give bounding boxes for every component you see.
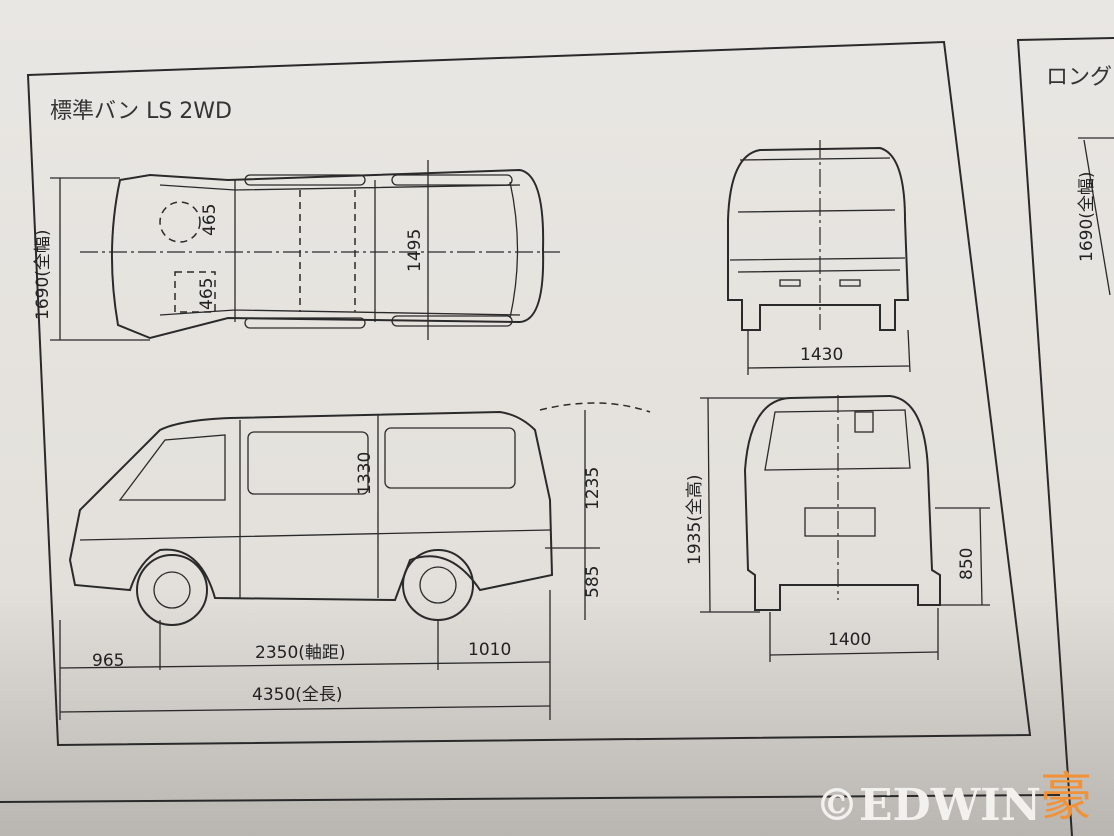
front-view: 1430 <box>727 140 911 375</box>
overall-width-label: 1690(全幅) <box>33 229 53 320</box>
main-panel-frame <box>26 40 1032 747</box>
rear-view: 1935(全高) 850 1400 <box>685 394 990 662</box>
floor-to-roof-label: 1235 <box>583 467 603 510</box>
rear-tread-label: 1400 <box>828 630 871 650</box>
interior-width-label: 1495 <box>405 229 425 272</box>
watermark-mark: 豪 <box>1040 768 1092 828</box>
watermark: ©EDWIN 豪 <box>815 768 1092 831</box>
front-seat-width-label: 465 <box>200 204 220 236</box>
wheelbase-label: 2350(軸距) <box>255 643 346 663</box>
top-view: 1690(全幅) 465 465 1495 <box>33 160 560 341</box>
panel-title: 標準バン LS 2WD <box>50 99 232 124</box>
interior-height-label: 1330 <box>355 452 375 495</box>
next-panel-frame <box>1016 37 1114 836</box>
front-overhang-label: 965 <box>92 651 124 671</box>
side-view: 1330 1235 585 965 2350(軸距) 1010 4350(全長) <box>59 402 651 720</box>
next-panel-partial: 1690(全幅) <box>1077 137 1114 296</box>
rear-seat-width-label: 465 <box>197 278 217 310</box>
watermark-text: ©EDWIN <box>815 780 1041 831</box>
front-tread-label: 1430 <box>800 345 843 365</box>
next-panel-title: ロング <box>1046 65 1112 90</box>
next-panel-width-label: 1690(全幅) <box>1077 171 1097 262</box>
rear-overhang-label: 1010 <box>468 640 511 660</box>
overall-length-label: 4350(全長) <box>252 685 343 705</box>
floor-height-label: 585 <box>583 566 603 598</box>
rear-step-height-label: 850 <box>957 548 977 580</box>
bottom-rule <box>0 794 1061 803</box>
overall-height-label: 1935(全高) <box>685 474 705 565</box>
